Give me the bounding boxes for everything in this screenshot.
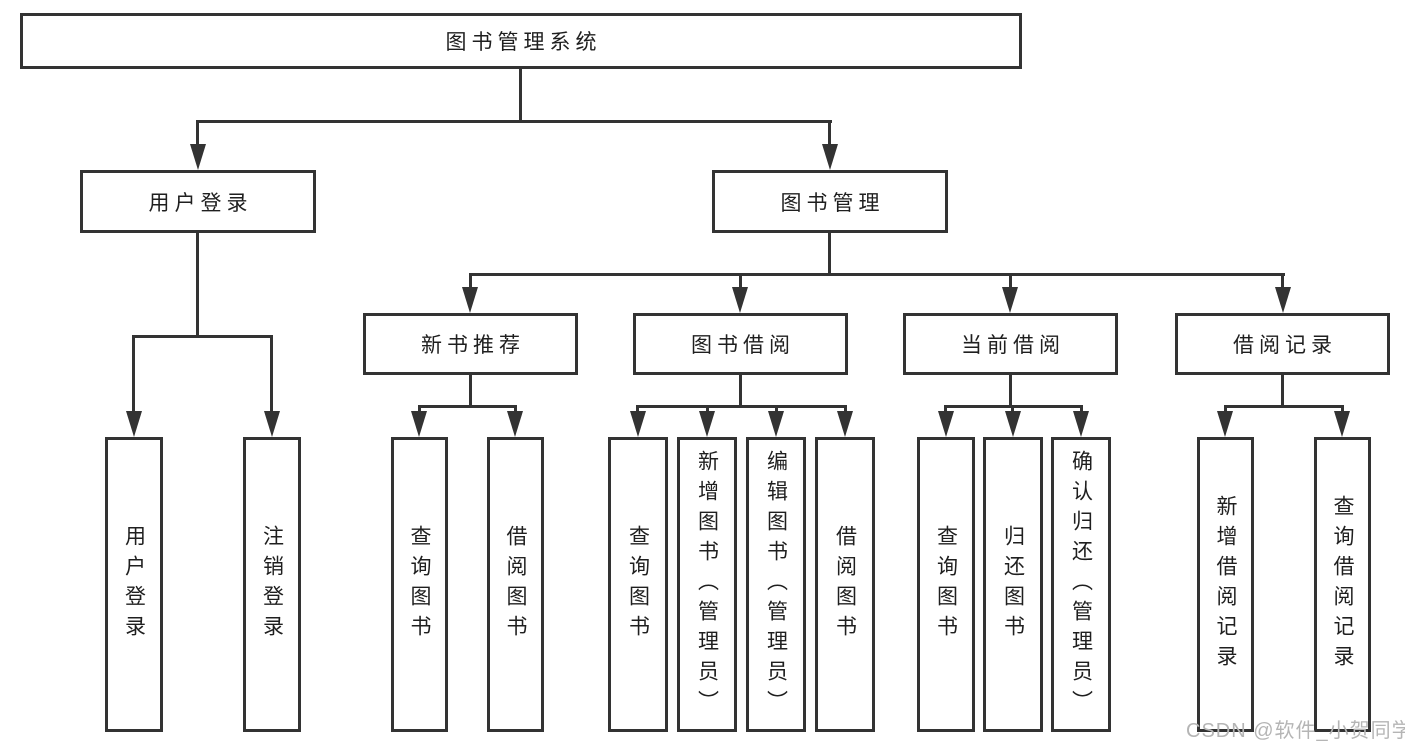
arrow-down-icon [411,411,427,437]
node-current-borrowing: 当前借阅 [903,313,1118,375]
arrow-down-icon [190,144,206,170]
node-user-login-module: 用户登录 [80,170,316,233]
arrow-down-icon [507,411,523,437]
connector-drop [844,405,847,415]
connector-drop [469,273,472,289]
arrow-down-icon [1275,287,1291,313]
arrow-down-icon [837,411,853,437]
connector-records-stem [1281,375,1284,407]
connector-user-login-stem [196,233,199,338]
connector-book-mgmt-drop [828,120,831,148]
connector-drop [514,405,517,415]
connector-drop [1080,405,1083,415]
arrow-down-icon [264,411,280,437]
arrow-down-icon [732,287,748,313]
node-leaf-add-books-admin: 新增图书（管理员） [677,437,737,732]
arrow-down-icon [768,411,784,437]
connector-drop [418,405,421,415]
connector-borrowing-stem [739,375,742,407]
arrow-down-icon [938,411,954,437]
node-leaf-user-login: 用户登录 [105,437,163,732]
node-leaf-query-borrow-record: 查询借阅记录 [1314,437,1371,732]
arrow-down-icon [699,411,715,437]
connector-user-login-bar [132,335,273,338]
connector-drop [739,273,742,289]
watermark: CSDN @软件_小贺同学 [1186,720,1405,742]
connector-drop [132,335,135,415]
node-leaf-query-books-borrowing: 查询图书 [608,437,668,732]
connector-level2-bar [196,120,832,123]
arrow-down-icon [1002,287,1018,313]
node-leaf-edit-books-admin: 编辑图书（管理员） [746,437,806,732]
connector-drop [944,405,947,415]
node-library-management-system: 图书管理系统 [20,13,1022,69]
node-borrowing-records: 借阅记录 [1175,313,1390,375]
node-leaf-add-borrow-record: 新增借阅记录 [1197,437,1254,732]
connector-drop [1224,405,1227,415]
arrow-down-icon [822,144,838,170]
connector-drop [1009,273,1012,289]
node-leaf-borrow-books-recommend: 借阅图书 [487,437,544,732]
node-book-management-module: 图书管理 [712,170,948,233]
connector-book-mgmt-stem [828,233,831,275]
connector-drop [1341,405,1344,415]
node-leaf-query-books-current: 查询图书 [917,437,975,732]
connector-records-bar [1224,405,1344,408]
node-leaf-return-books: 归还图书 [983,437,1043,732]
node-book-borrowing: 图书借阅 [633,313,848,375]
connector-drop [1281,273,1284,289]
connector-drop [636,405,639,415]
node-leaf-query-books-recommend: 查询图书 [391,437,448,732]
node-leaf-confirm-return-admin: 确认归还（管理员） [1051,437,1111,732]
connector-root-stem [519,69,522,122]
arrow-down-icon [126,411,142,437]
connector-drop [270,335,273,415]
connector-level3-bar [469,273,1285,276]
arrow-down-icon [630,411,646,437]
connector-drop [1011,405,1014,415]
arrow-down-icon [1217,411,1233,437]
connector-current-stem [1009,375,1012,407]
connector-drop [706,405,709,415]
connector-user-login-drop [196,120,199,148]
arrow-down-icon [1005,411,1021,437]
node-leaf-borrow-books: 借阅图书 [815,437,875,732]
connector-newbook-stem [469,375,472,407]
arrow-down-icon [1073,411,1089,437]
node-leaf-logout: 注销登录 [243,437,301,732]
arrow-down-icon [1334,411,1350,437]
node-new-book-recommendation: 新书推荐 [363,313,578,375]
connector-newbook-bar [418,405,517,408]
arrow-down-icon [462,287,478,313]
connector-borrowing-bar [636,405,847,408]
connector-drop [775,405,778,415]
